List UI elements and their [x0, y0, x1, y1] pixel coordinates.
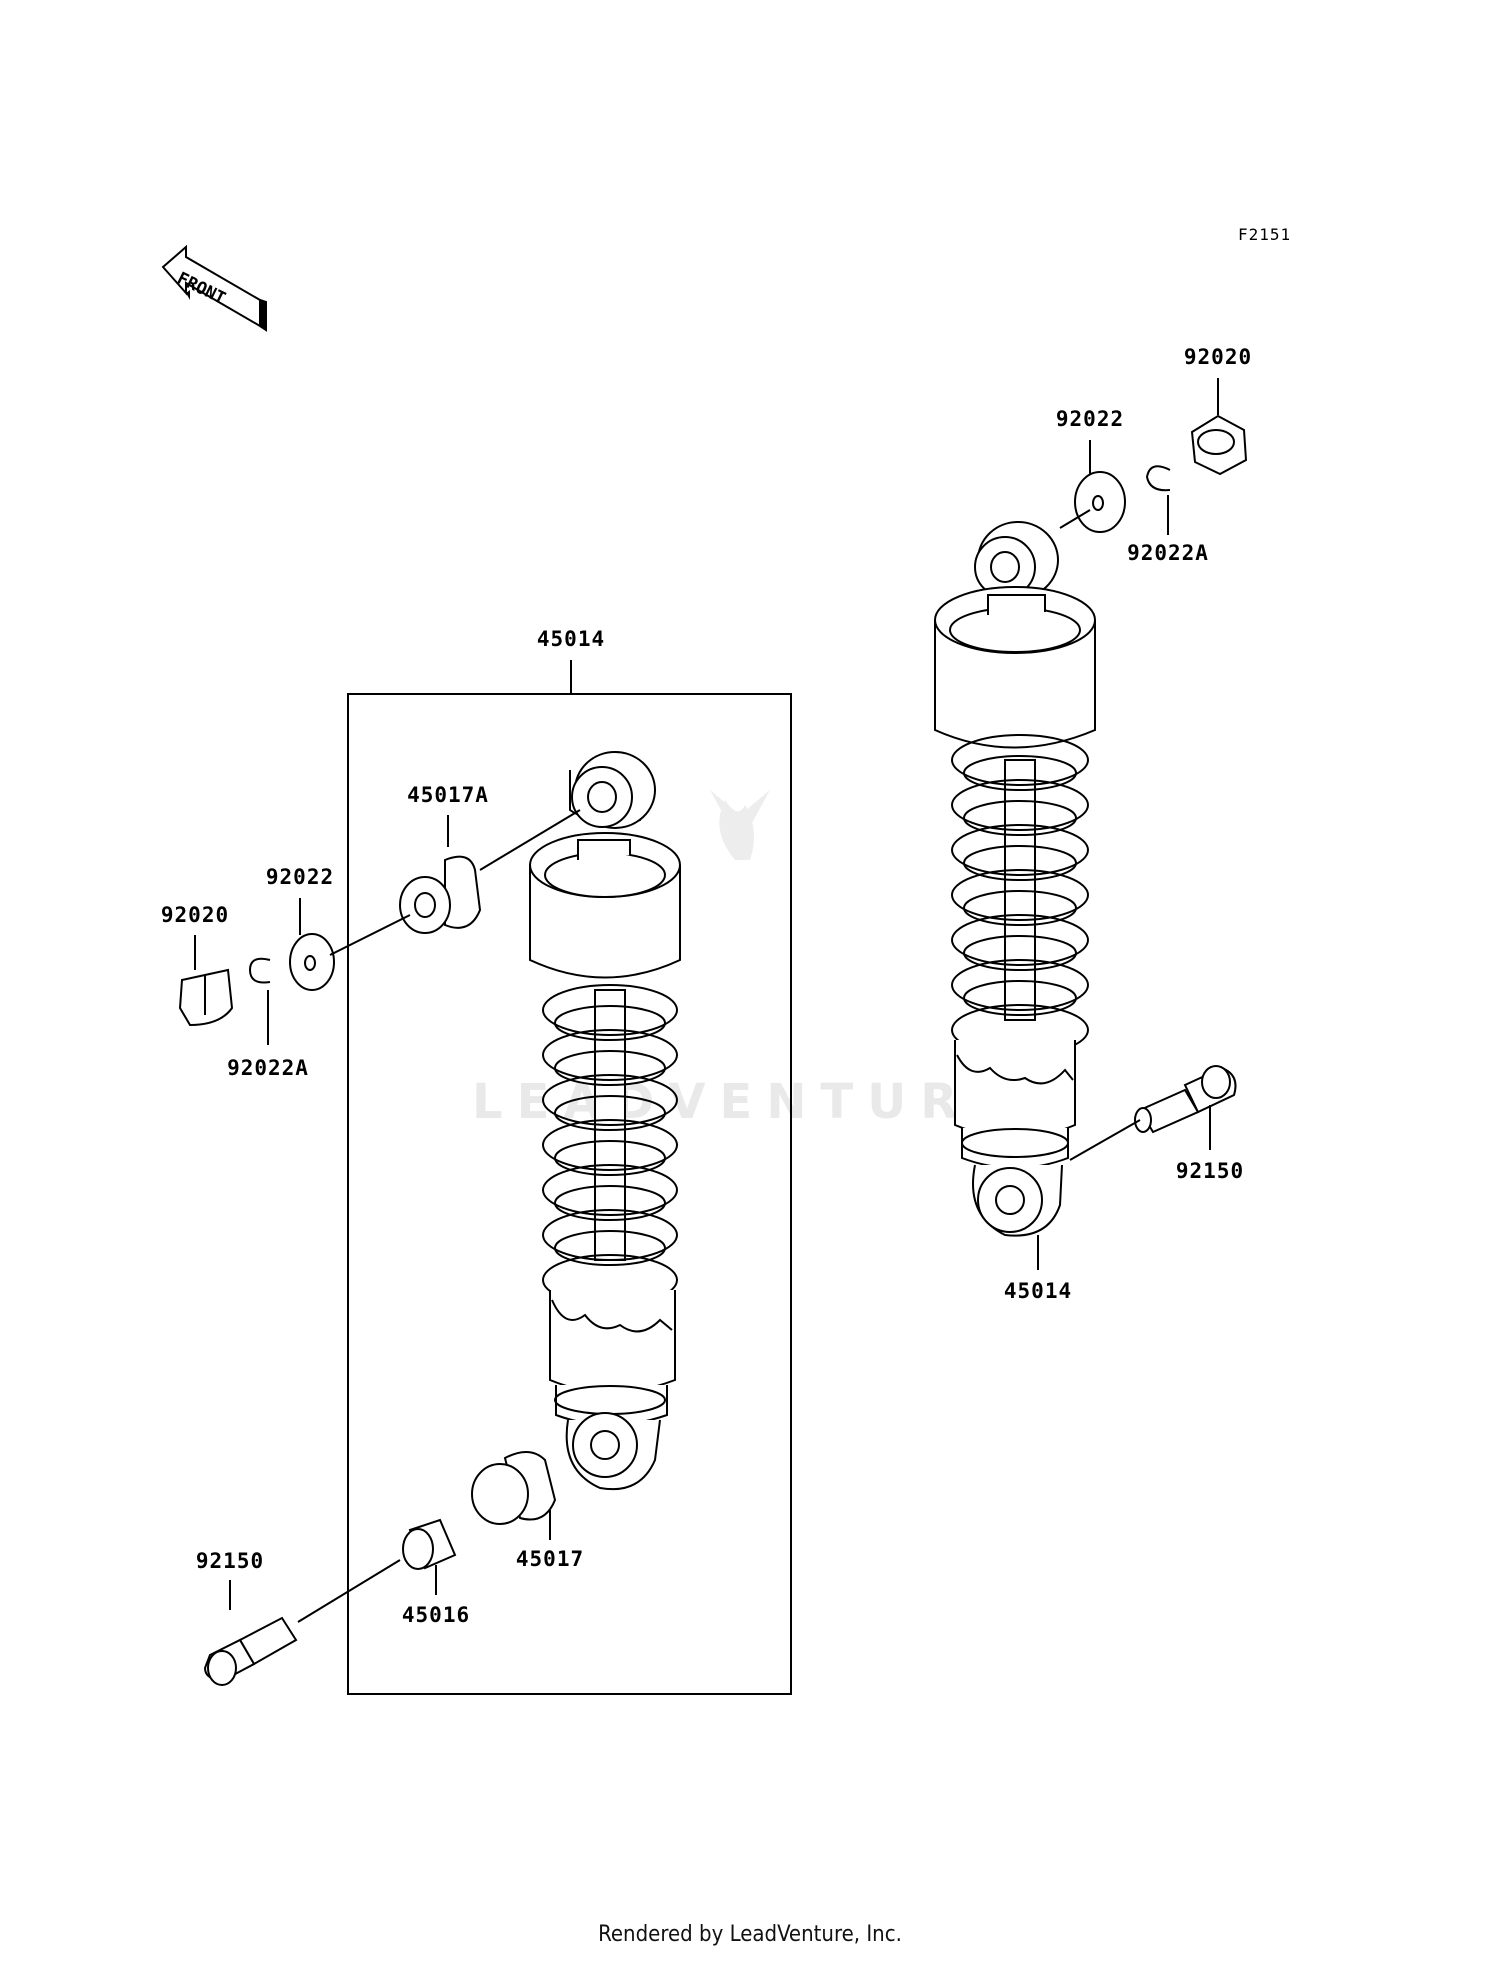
label-45016: 45016: [402, 1603, 470, 1627]
left-cap-nut-icon: [178, 968, 234, 1027]
label-right-92022A: 92022A: [1127, 541, 1209, 565]
front-arrow-icon: FRONT: [161, 244, 267, 332]
left-collar: [402, 1518, 457, 1570]
left-spring: [542, 984, 678, 1306]
left-clip: [248, 957, 271, 984]
left-shock-absorber: [529, 751, 681, 1491]
drawing-code: F2151: [1238, 225, 1291, 244]
label-left-92020: 92020: [161, 903, 229, 927]
right-nut-icon: [1190, 414, 1248, 476]
right-spring: [951, 734, 1089, 1056]
label-assembly-45014: 45014: [537, 627, 605, 651]
left-upper-bushing: [399, 855, 482, 934]
label-left-92022A: 92022A: [227, 1056, 309, 1080]
label-45017A: 45017A: [407, 783, 489, 807]
right-washer: [1074, 471, 1126, 533]
left-lower-bushing: [471, 1451, 557, 1525]
label-45017: 45017: [516, 1547, 584, 1571]
label-right-92022: 92022: [1056, 407, 1124, 431]
right-bolt-icon: [1134, 1065, 1237, 1134]
label-right-92020: 92020: [1184, 345, 1252, 369]
left-washer: [289, 933, 335, 991]
label-left-92150: 92150: [196, 1549, 264, 1573]
leader-bushing-to-eye: [479, 809, 581, 871]
watermark-text: LEADVENTURE: [472, 1074, 1018, 1130]
leader-washer: [329, 914, 411, 956]
left-bolt-icon: [203, 1616, 298, 1686]
label-right-92150: 92150: [1176, 1159, 1244, 1183]
right-clip: [1145, 465, 1171, 492]
leader-bolt-left: [297, 1559, 401, 1623]
label-left-92022: 92022: [266, 865, 334, 889]
footer-credit: Rendered by LeadVenture, Inc.: [598, 1922, 902, 1947]
label-right-45014: 45014: [1004, 1279, 1072, 1303]
right-shock-absorber: [934, 521, 1096, 1237]
assembly-box: [347, 693, 792, 1695]
